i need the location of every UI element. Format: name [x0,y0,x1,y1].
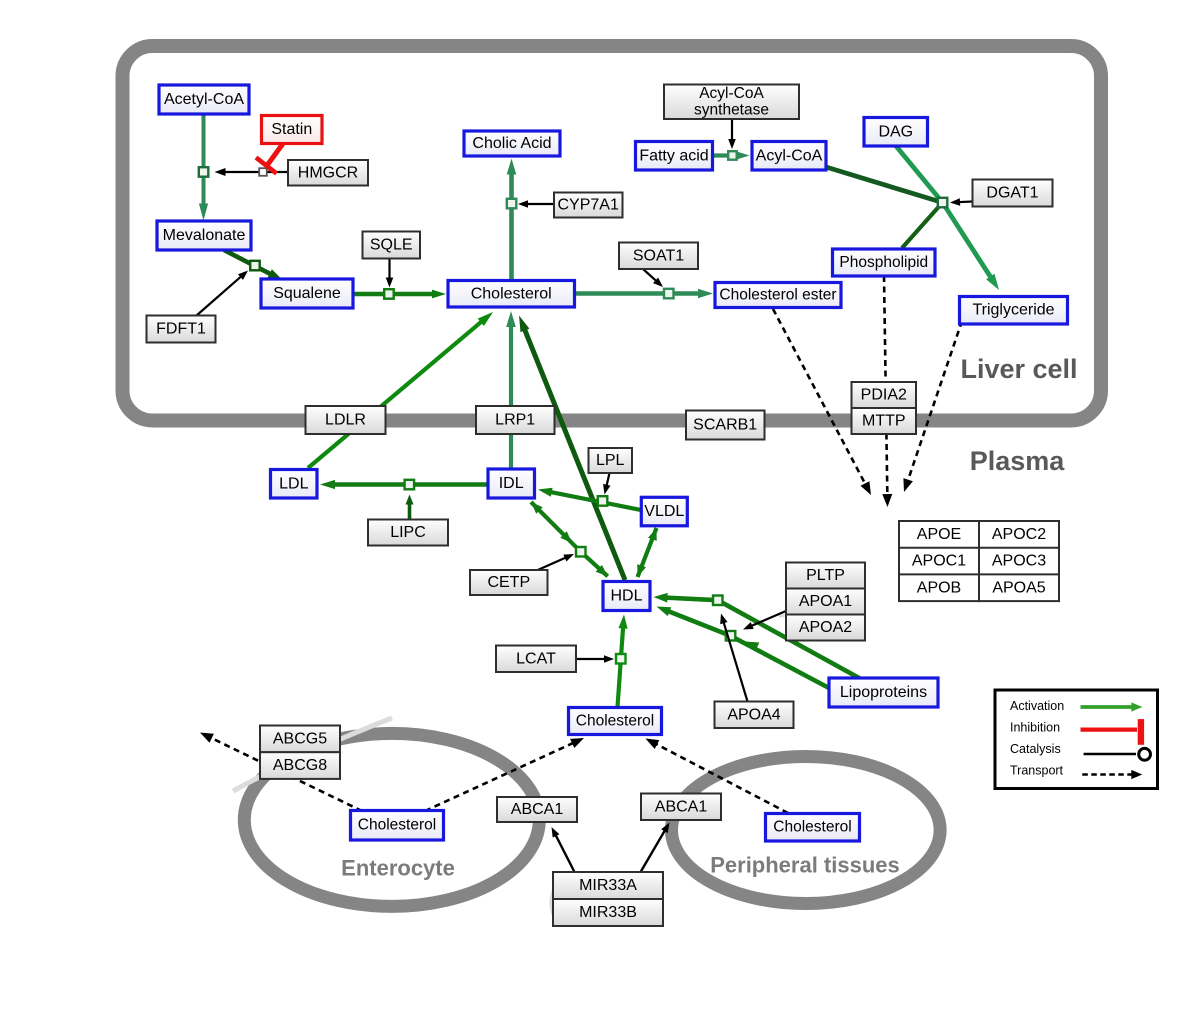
svg-text:Phospholipid: Phospholipid [839,254,928,271]
svg-text:APOA5: APOA5 [992,579,1045,596]
svg-text:APOC2: APOC2 [992,526,1046,543]
svg-text:APOA2: APOA2 [799,619,852,636]
svg-text:CETP: CETP [487,574,530,591]
svg-text:SOAT1: SOAT1 [633,247,684,264]
svg-text:MIR33B: MIR33B [579,904,637,921]
svg-text:APOC1: APOC1 [912,553,966,570]
svg-text:CYP7A1: CYP7A1 [558,197,619,214]
svg-text:Enterocyte: Enterocyte [341,856,455,881]
svg-text:Cholesterol: Cholesterol [576,713,654,730]
svg-text:DGAT1: DGAT1 [986,185,1038,202]
svg-text:Mevalonate: Mevalonate [163,227,246,244]
svg-text:APOB: APOB [917,579,961,596]
svg-text:Acetyl-CoA: Acetyl-CoA [164,91,244,108]
svg-text:ABCG5: ABCG5 [273,730,327,747]
svg-text:LPL: LPL [596,452,625,469]
svg-text:Acyl-CoA: Acyl-CoA [699,85,764,102]
svg-text:Triglyceride: Triglyceride [972,302,1054,319]
svg-text:Cholesterol: Cholesterol [471,285,552,302]
svg-text:SCARB1: SCARB1 [693,417,757,434]
svg-text:Acyl-CoA: Acyl-CoA [756,147,823,164]
svg-text:HDL: HDL [610,588,642,605]
svg-text:Plasma: Plasma [970,446,1066,476]
svg-text:LCAT: LCAT [516,650,556,667]
svg-text:Activation: Activation [1010,699,1064,713]
svg-text:Statin: Statin [271,121,312,138]
svg-text:Peripheral tissues: Peripheral tissues [710,853,900,878]
svg-text:APOC3: APOC3 [992,553,1046,570]
svg-text:Squalene: Squalene [273,285,341,302]
svg-text:FDFT1: FDFT1 [156,321,206,338]
svg-text:Liver cell: Liver cell [960,354,1077,384]
svg-text:Cholesterol: Cholesterol [773,819,851,836]
svg-text:LDL: LDL [279,475,308,492]
svg-text:Inhibition: Inhibition [1010,721,1060,735]
svg-text:ABCG8: ABCG8 [273,757,327,774]
svg-text:PDIA2: PDIA2 [861,387,907,404]
svg-text:MIR33A: MIR33A [579,877,637,894]
svg-text:ABCA1: ABCA1 [655,798,708,815]
svg-text:Lipoproteins: Lipoproteins [840,684,927,701]
svg-text:APOA1: APOA1 [799,593,852,610]
svg-text:HMGCR: HMGCR [298,164,358,181]
svg-text:Cholic Acid: Cholic Acid [472,135,551,152]
svg-text:Cholesterol: Cholesterol [358,817,436,834]
svg-text:SQLE: SQLE [370,237,413,254]
svg-text:PLTP: PLTP [806,567,845,584]
svg-text:MTTP: MTTP [862,413,906,430]
svg-text:VLDL: VLDL [644,503,684,520]
svg-text:Catalysis: Catalysis [1010,742,1061,756]
svg-text:DAG: DAG [878,123,913,140]
svg-text:LRP1: LRP1 [495,412,535,429]
svg-text:synthetase: synthetase [694,102,769,119]
svg-text:Fatty acid: Fatty acid [639,147,708,164]
svg-text:APOA4: APOA4 [727,706,780,723]
svg-text:APOE: APOE [917,526,961,543]
svg-text:LDLR: LDLR [325,412,366,429]
svg-text:IDL: IDL [499,475,524,492]
svg-text:Cholesterol ester: Cholesterol ester [719,287,836,304]
svg-text:LIPC: LIPC [390,524,426,541]
svg-text:Transport: Transport [1010,764,1064,778]
svg-text:ABCA1: ABCA1 [511,801,564,818]
